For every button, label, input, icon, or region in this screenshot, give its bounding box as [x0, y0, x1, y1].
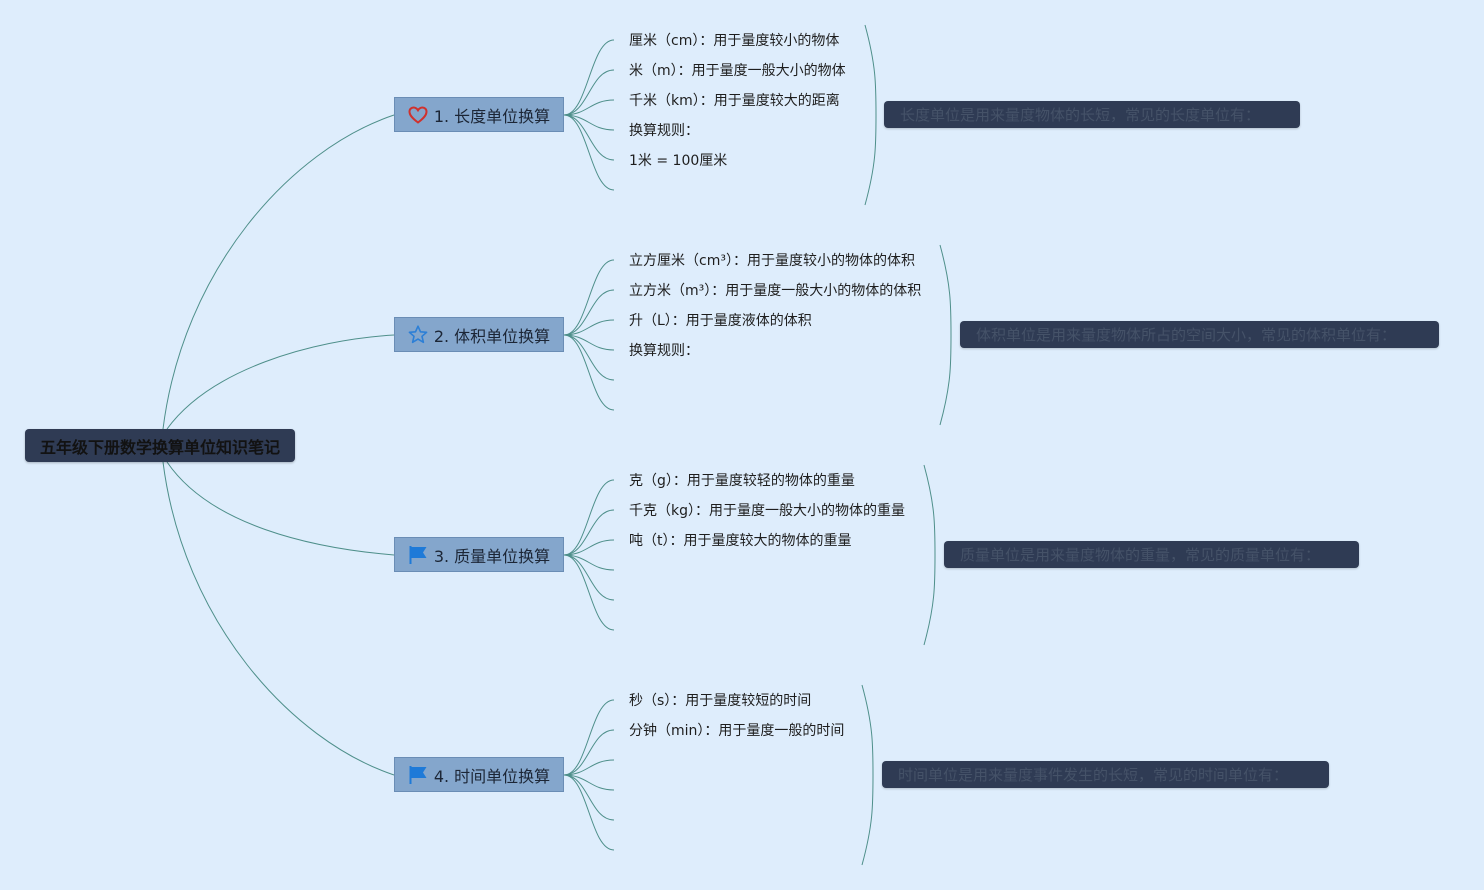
star-icon — [408, 325, 428, 344]
leaf-connector — [563, 699, 615, 776]
leaf-connector — [563, 539, 615, 556]
leaf-connector — [563, 554, 615, 631]
list-item[interactable]: 米（m）：用于量度一般大小的物体 — [629, 63, 846, 79]
root-connector — [162, 114, 395, 430]
root-connector — [166, 461, 395, 556]
list-item[interactable]: 升（L）：用于量度液体的体积 — [629, 313, 812, 329]
summary-bracket — [864, 24, 877, 206]
summary-text: 体积单位是用来量度物体所占的空间大小，常见的体积单位有： — [976, 326, 1397, 344]
leaf-connector — [563, 774, 615, 851]
list-item[interactable]: 换算规则： — [629, 123, 699, 139]
list-item[interactable]: 千克（kg）：用于量度一般大小的物体的重量 — [629, 503, 905, 519]
summary-note[interactable]: 质量单位是用来量度物体的重量，常见的质量单位有： — [944, 541, 1359, 568]
summary-bracket — [923, 464, 936, 646]
root-connector — [166, 334, 395, 430]
leaf-connector — [563, 334, 615, 381]
branch-volume-conversion[interactable]: 2. 体积单位换算 — [394, 317, 564, 352]
leaf-connector — [563, 479, 615, 556]
list-item[interactable]: 秒（s）：用于量度较短的时间 — [629, 693, 812, 709]
list-item[interactable]: 立方米（m³）：用于量度一般大小的物体的体积 — [629, 283, 922, 299]
summary-note[interactable]: 长度单位是用来量度物体的长短，常见的长度单位有： — [884, 101, 1300, 128]
leaf-connector — [563, 319, 615, 336]
list-item[interactable]: 千米（km）：用于量度较大的距离 — [629, 93, 840, 109]
leaf-connector — [563, 289, 615, 336]
branch-label: 4. 时间单位换算 — [433, 766, 551, 786]
branch-label: 3. 质量单位换算 — [433, 546, 551, 566]
list-item[interactable]: 克（g）：用于量度较轻的物体的重量 — [629, 473, 855, 489]
list-item[interactable]: 1米 = 100厘米 — [629, 153, 728, 169]
branch-length-conversion[interactable]: 1. 长度单位换算 — [394, 97, 564, 132]
flag-icon — [408, 545, 428, 565]
summary-text: 时间单位是用来量度事件发生的长短，常见的时间单位有： — [898, 766, 1289, 784]
root-connector — [162, 461, 395, 776]
list-item[interactable]: 厘米（cm）：用于量度较小的物体 — [629, 33, 840, 49]
summary-bracket — [861, 684, 874, 866]
list-item[interactable]: 吨（t）：用于量度较大的物体的重量 — [629, 533, 852, 549]
leaf-connector — [563, 759, 615, 776]
heart-icon — [408, 105, 428, 124]
leaf-connector — [563, 729, 615, 776]
leaf-connector — [563, 99, 615, 116]
leaf-connector — [563, 114, 615, 191]
list-item[interactable]: 换算规则： — [629, 343, 699, 359]
leaf-connector — [563, 334, 615, 411]
list-item[interactable]: 分钟（min）：用于量度一般的时间 — [629, 723, 845, 739]
branch-time-conversion[interactable]: 4. 时间单位换算 — [394, 757, 564, 792]
leaf-connector — [563, 554, 615, 601]
list-item[interactable]: 立方厘米（cm³）：用于量度较小的物体的体积 — [629, 253, 915, 269]
leaf-connector — [563, 509, 615, 556]
flag-icon — [408, 765, 428, 785]
branch-label: 1. 长度单位换算 — [433, 106, 551, 126]
root-topic-label: 五年级下册数学换算单位知识笔记 — [39, 437, 280, 457]
summary-note[interactable]: 时间单位是用来量度事件发生的长短，常见的时间单位有： — [882, 761, 1329, 788]
summary-text: 长度单位是用来量度物体的长短，常见的长度单位有： — [900, 106, 1261, 124]
leaf-connector — [563, 774, 615, 821]
summary-text: 质量单位是用来量度物体的重量，常见的质量单位有： — [960, 546, 1321, 564]
root-topic[interactable]: 五年级下册数学换算单位知识笔记 — [25, 429, 295, 462]
leaf-connector — [563, 259, 615, 336]
summary-note[interactable]: 体积单位是用来量度物体所占的空间大小，常见的体积单位有： — [960, 321, 1439, 348]
leaf-connector — [563, 69, 615, 116]
leaf-connector — [563, 114, 615, 161]
summary-bracket — [939, 244, 952, 426]
leaf-connector — [563, 39, 615, 116]
branch-mass-conversion[interactable]: 3. 质量单位换算 — [394, 537, 564, 572]
branch-label: 2. 体积单位换算 — [433, 326, 551, 346]
